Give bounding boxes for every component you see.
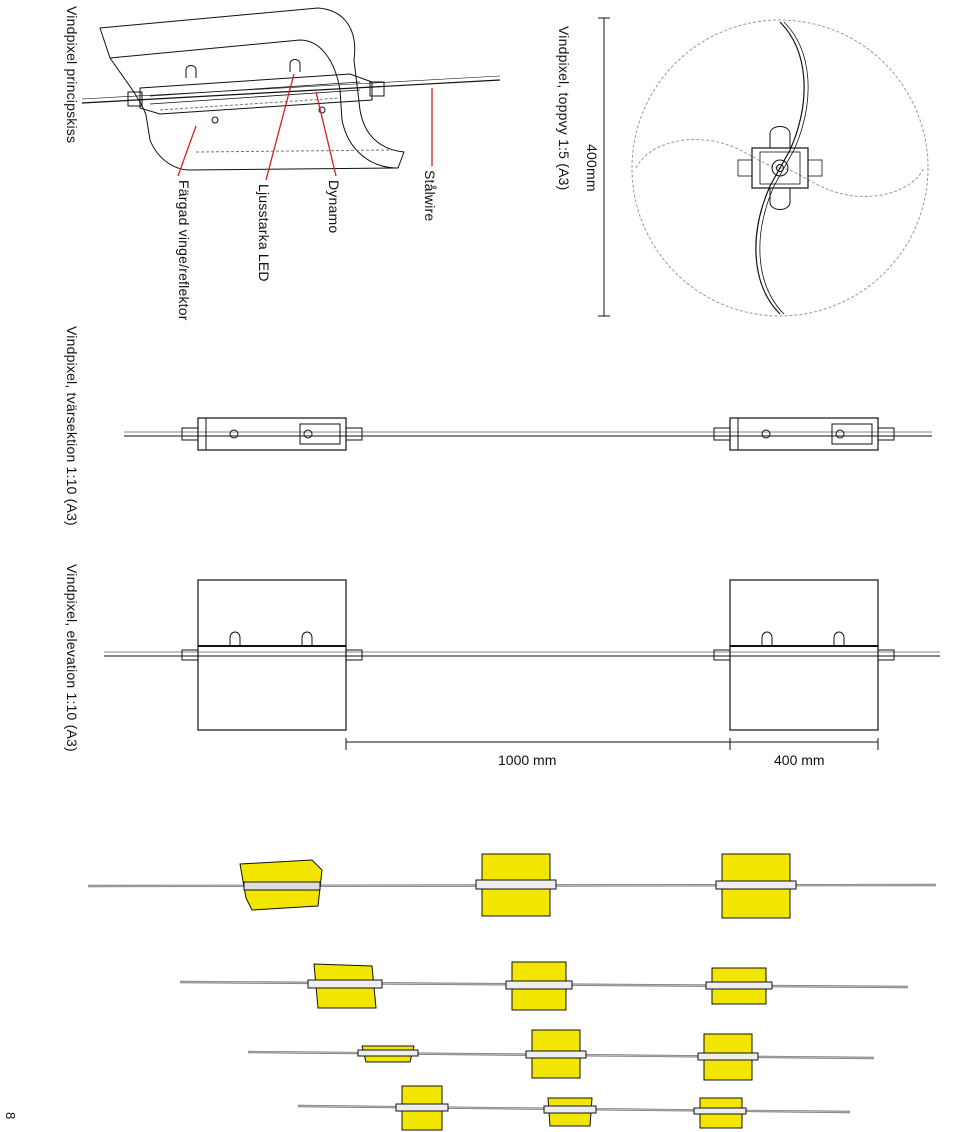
perspective-strings [87, 853, 937, 1131]
principle-sketch [81, 7, 501, 171]
callout-lines [177, 73, 433, 181]
dimension-width: 400 mm [774, 752, 825, 768]
top-view [598, 17, 929, 317]
cross-section [124, 417, 932, 451]
elevation [104, 579, 940, 750]
dimension-spacing: 1000 mm [498, 752, 557, 768]
